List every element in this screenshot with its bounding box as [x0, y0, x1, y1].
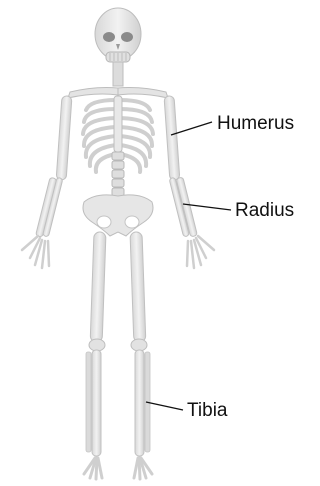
tibia-leader-line: [146, 402, 183, 410]
right-arm: [164, 96, 214, 268]
right-hand: [187, 236, 214, 268]
skull: [95, 8, 141, 62]
left-hand: [22, 236, 49, 268]
left-foot: [84, 458, 102, 479]
sternum: [114, 96, 122, 152]
pelvis: [83, 195, 153, 236]
radius-label: Radius: [235, 201, 294, 220]
lumbar-spine: [112, 152, 124, 196]
right-leg: [130, 232, 152, 479]
tibia-label: Tibia: [187, 401, 227, 420]
cervical-spine: [113, 62, 123, 86]
humerus-label: Humerus: [217, 114, 294, 133]
right-foot: [134, 458, 152, 479]
humerus-leader-line: [171, 122, 212, 135]
left-arm: [22, 96, 72, 268]
left-leg: [84, 232, 106, 479]
